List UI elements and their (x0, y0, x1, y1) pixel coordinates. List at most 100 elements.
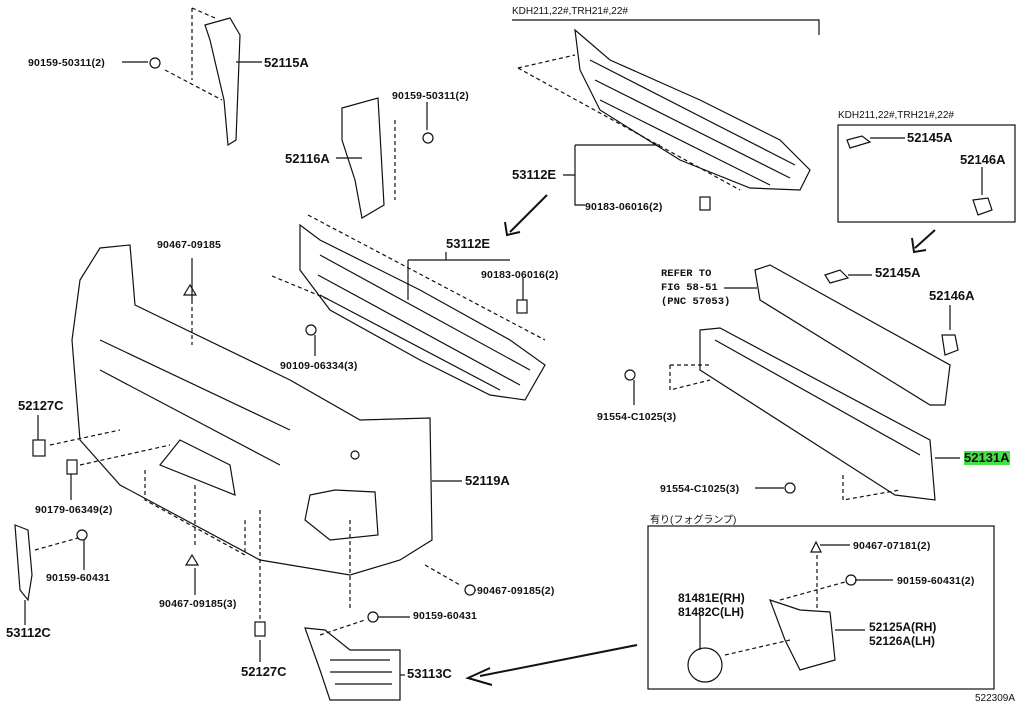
leader-line (336, 102, 428, 159)
part-label[interactable]: 90179-06349(2) (35, 504, 113, 516)
bracket-52115a-shape (204, 17, 241, 147)
diagram-id: 522309A (975, 693, 1016, 704)
part-label[interactable]: 52116A (285, 151, 330, 166)
clip-icon (66, 459, 78, 475)
arrow-icon (504, 194, 548, 237)
dashed-leader (144, 470, 261, 620)
sensor-hole (350, 450, 360, 460)
energy-absorber-shape (754, 264, 951, 406)
bolt-icon (624, 369, 636, 381)
condition-label-top-grille: KDH211,22#,TRH21#,22# (512, 6, 628, 17)
dashed-leader (164, 7, 223, 101)
part-label[interactable]: 81481E(RH) (678, 591, 745, 605)
leader-line (820, 544, 893, 631)
part-label[interactable]: 53112C (6, 625, 51, 640)
part-label[interactable]: 90159-50311(2) (28, 57, 105, 69)
grille-slats (317, 254, 531, 391)
dashed-leader (424, 564, 461, 586)
screw-icon (464, 584, 476, 596)
fog-bracket-52125a-shape (768, 599, 836, 671)
bracket-52146a-icon (941, 334, 959, 356)
screw-icon (305, 324, 317, 336)
screw-icon (149, 57, 161, 69)
part-label[interactable]: 52127C (241, 664, 287, 679)
part-label[interactable]: 90159-60431 (413, 610, 478, 622)
part-label[interactable]: 91554-C1025(3) (660, 483, 740, 495)
leader-line (848, 274, 951, 330)
dashed-leader (517, 54, 741, 191)
bracket-52145a-icon (846, 135, 872, 149)
bracket-52146a-icon (972, 197, 993, 216)
part-label-highlighted[interactable]: 52131A (964, 450, 1010, 465)
clip-icon (254, 621, 266, 637)
part-label[interactable]: 52119A (465, 473, 510, 488)
refer-line-1: REFER TO (661, 268, 712, 280)
leader-line (633, 380, 784, 489)
part-label[interactable]: 53113C (407, 666, 452, 681)
part-label[interactable]: 53112E (512, 167, 557, 182)
arrow-icon (465, 644, 638, 686)
clip-icon (184, 553, 200, 566)
refer-line-3: (PNC 57053) (661, 296, 731, 308)
screw-icon (422, 132, 434, 144)
leader-line (24, 540, 85, 625)
part-label[interactable]: 52145A (875, 265, 921, 280)
part-label[interactable]: 52115A (264, 55, 309, 70)
part-label[interactable]: 90109-06334(3) (280, 360, 358, 372)
part-label[interactable]: 91554-C1025(3) (597, 411, 677, 423)
part-label[interactable]: 52126A(LH) (869, 634, 936, 648)
bumper-detail (99, 339, 291, 496)
clip-icon (516, 299, 528, 314)
part-label[interactable]: 90159-50311(2) (392, 90, 469, 102)
condition-box (837, 124, 1016, 223)
grille-upper-shape (574, 28, 811, 191)
dashed-leader (271, 214, 546, 341)
part-label[interactable]: 90159-60431(2) (897, 575, 975, 587)
bumper-reinforcement-shape (699, 327, 936, 501)
leader-line (407, 252, 524, 300)
part-label[interactable]: 90159-60431 (46, 572, 111, 584)
clip-icon (810, 540, 822, 553)
dashed-leader (34, 537, 79, 551)
part-label[interactable]: 52125A(RH) (869, 620, 937, 634)
part-label[interactable]: 53112E (446, 236, 491, 251)
arrow-icon (911, 229, 936, 254)
part-label[interactable]: 52145A (907, 130, 953, 145)
part-label[interactable]: 81482C(LH) (678, 605, 745, 619)
part-label[interactable]: 90467-09185(3) (159, 598, 237, 610)
reinforcement-edge (714, 339, 921, 456)
condition-label-brackets: KDH211,22#,TRH21#,22# (838, 110, 954, 121)
bolt-icon (784, 482, 796, 494)
condition-bracket-line (512, 19, 820, 35)
screw-icon (367, 611, 379, 623)
leader-line (870, 137, 983, 195)
part-label[interactable]: 90467-07181(2) (853, 540, 931, 552)
grille-lower-shape (299, 223, 546, 401)
dashed-leader (319, 619, 366, 636)
clip-icon (32, 439, 46, 457)
leader-line (37, 415, 72, 500)
fog-lamp-box (647, 525, 995, 690)
part-label[interactable]: 52127C (18, 398, 64, 413)
part-label[interactable]: 90183-06016(2) (481, 269, 559, 281)
bracket-52116a-shape (341, 97, 385, 219)
screw-icon (845, 574, 857, 586)
dashed-leader (49, 429, 171, 466)
refer-note[interactable]: REFER TO FIG 58-51 (PNC 57053) (661, 267, 730, 309)
fog-lamp-81481e-shape (687, 647, 723, 683)
screw-icon (76, 529, 88, 541)
part-label[interactable]: 90467-09185 (157, 239, 222, 251)
condition-label-fog-lamp: 有り(フォグランプ) (650, 515, 737, 526)
part-label[interactable]: 90467-09185(2) (477, 585, 555, 597)
clip-icon (182, 283, 198, 296)
part-label[interactable]: 52146A (960, 152, 1006, 167)
refer-line-2: FIG 58-51 (661, 282, 718, 294)
leader-line (563, 144, 660, 206)
grille-slats (589, 59, 796, 186)
clip-icon (699, 196, 711, 211)
part-label[interactable]: 90183-06016(2) (585, 201, 663, 213)
leader-line (194, 568, 261, 662)
part-label[interactable]: 52146A (929, 288, 975, 303)
